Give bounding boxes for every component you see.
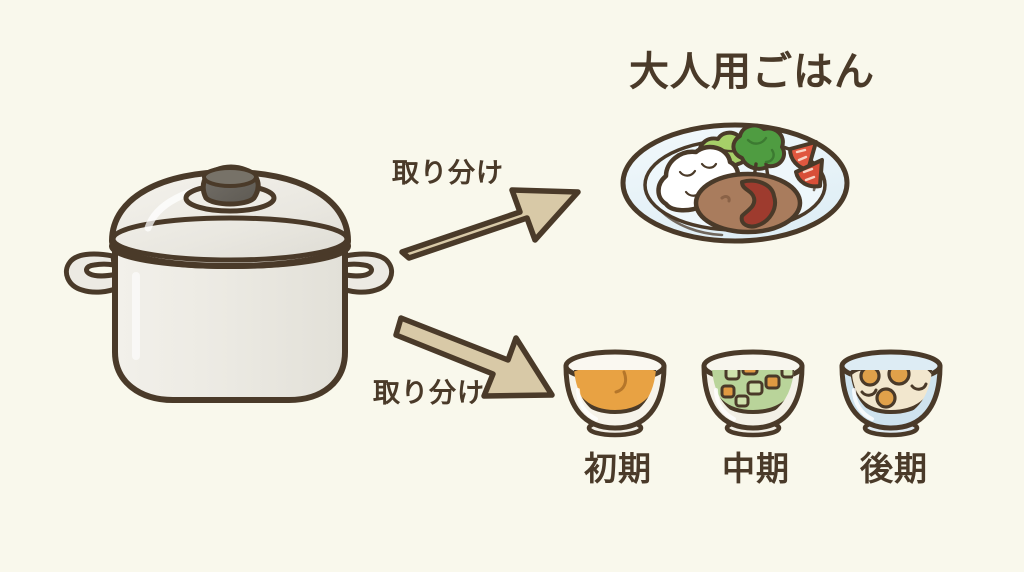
plate-sheen-left: [658, 208, 724, 237]
tomato-seed-2: [802, 167, 816, 182]
demi-glace-sauce: [739, 178, 777, 229]
arrow-shape-top: [399, 187, 581, 261]
bowl-1-veg-dice-4: [734, 394, 750, 408]
bowl-2-highlight: [852, 388, 874, 421]
bowl-1-highlight: [714, 388, 736, 421]
hamburg-steak: [693, 171, 803, 235]
stage-label-middle: 中期: [722, 449, 790, 488]
bowl-2-texture-2: [910, 382, 928, 391]
baby-food-bowl-0: [563, 349, 667, 438]
bowl-1-carrot-dice-1: [741, 370, 759, 376]
adult-meal-title: 大人用ごはん: [629, 49, 875, 95]
bowl-0-highlight: [576, 388, 598, 421]
pot-handle-left: [64, 251, 121, 295]
tomato-wedge-2: [794, 158, 824, 189]
bowl-1-veg-dice-2: [746, 380, 764, 396]
bowl-1-contents: [712, 370, 794, 414]
bowl-1-carrot-dice-3: [720, 384, 736, 399]
stage-label-late: 後期: [860, 449, 928, 488]
bowl-2-contents: [850, 370, 932, 414]
bowl-0-contents: [574, 370, 656, 414]
arrow-to-adult-meal: [399, 187, 581, 261]
bowl-0-puree: [574, 370, 656, 414]
bowl-2-chunk-1: [859, 370, 881, 387]
tomato-seed-1: [795, 148, 808, 162]
bowl-1-veg-dice-1: [724, 370, 741, 381]
bowl-2-texture-1: [860, 388, 878, 397]
arrow-label-to-adult-meal: 取り分け: [392, 158, 504, 189]
bowl-1-carrot-dice-2: [764, 374, 781, 390]
adult-meal-plate-group: [620, 122, 850, 244]
arrow-to-baby-food: [393, 315, 555, 399]
cooking-pot-group: [64, 164, 394, 403]
pot-body: [112, 245, 348, 403]
baby-food-bowl-1: [701, 349, 805, 438]
pot-lid-seam: [110, 215, 350, 263]
bowl-0-puree-swirl: [614, 370, 628, 394]
bowl-2-chunk-3: [875, 387, 897, 409]
baby-food-bowl-2: [839, 349, 943, 438]
bowl-1-veg-dice-3: [780, 370, 794, 379]
arrow-shape-bottom: [393, 315, 555, 399]
stage-label-early: 初期: [584, 449, 652, 488]
bowl-2-chunk-2: [887, 370, 911, 386]
broccoli-texture: [746, 136, 775, 164]
pot-knob-top: [202, 166, 258, 188]
arrow-label-to-baby-food: 取り分け: [373, 378, 485, 409]
